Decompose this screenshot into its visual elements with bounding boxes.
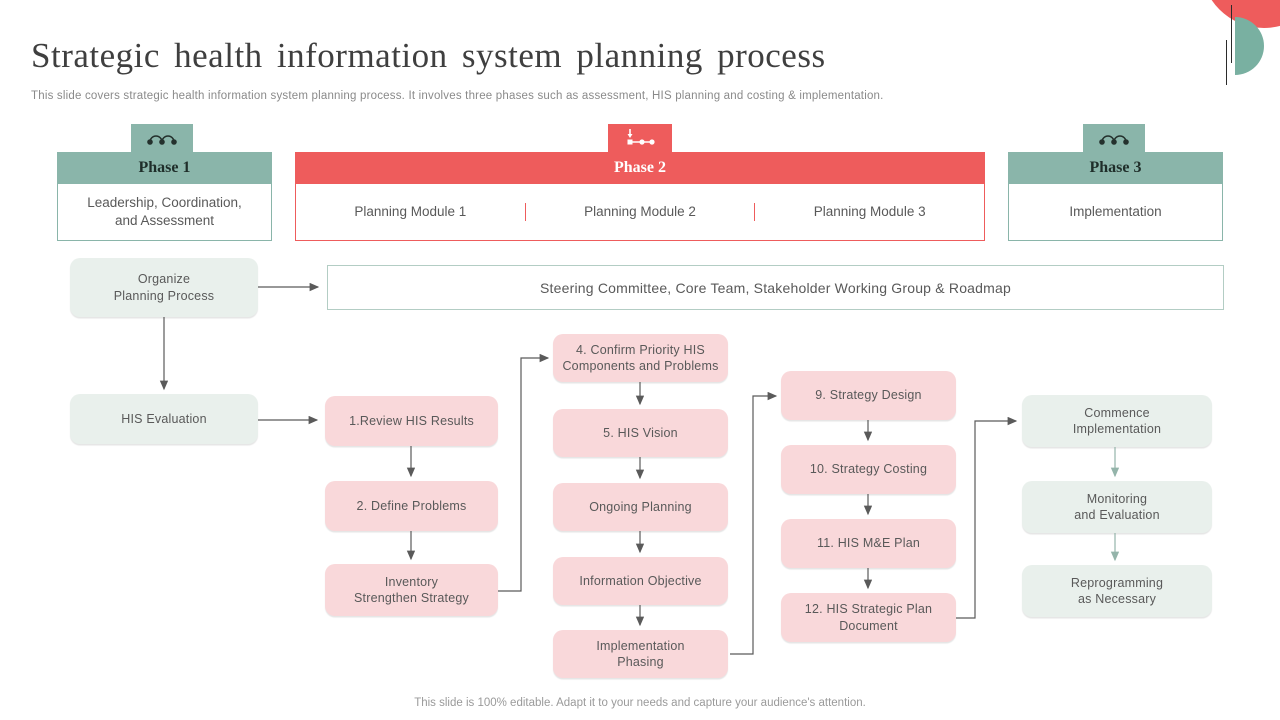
phase-2-body: Planning Module 1 Planning Module 2 Plan… — [295, 183, 985, 241]
phase-1-body: Leadership, Coordination, and Assessment — [57, 183, 272, 241]
phase-3-label: Phase 3 — [1089, 158, 1142, 176]
flow-box-his-strategic-plan-document: 12. HIS Strategic Plan Document — [781, 593, 956, 642]
flow-box-strategy-design: 9. Strategy Design — [781, 371, 956, 420]
flow-box-his-vision: 5. HIS Vision — [553, 409, 728, 457]
planning-module-cell: Planning Module 2 — [524, 202, 755, 222]
phase-2-header: Phase 2 — [295, 152, 985, 183]
process-steps-icon — [147, 135, 177, 145]
phase-3-icon-tab — [1083, 124, 1145, 152]
page-title: Strategic health information system plan… — [31, 36, 826, 75]
flow-box-implementation-phasing: Implementation Phasing — [553, 630, 728, 678]
phase-3-header: Phase 3 — [1008, 152, 1223, 183]
page-subtitle: This slide covers strategic health infor… — [31, 90, 884, 102]
flow-box-confirm-priority-his: 4. Confirm Priority HIS Components and P… — [553, 334, 728, 382]
phase-2-icon-tab — [608, 124, 672, 152]
flow-box-information-objective: Information Objective — [553, 557, 728, 605]
footer-note: This slide is 100% editable. Adapt it to… — [414, 697, 866, 709]
flow-box-his-me-plan: 11. HIS M&E Plan — [781, 519, 956, 568]
flow-box-commence-implementation: Commence Implementation — [1022, 395, 1212, 447]
vertical-line-decoration — [1226, 40, 1227, 85]
phase-1-header: Phase 1 — [57, 152, 272, 183]
timeline-icon — [627, 129, 655, 145]
flow-box-organize-planning: Organize Planning Process — [70, 258, 258, 317]
flow-box-his-evaluation: HIS Evaluation — [70, 394, 258, 444]
flow-box-monitoring-evaluation: Monitoring and Evaluation — [1022, 481, 1212, 533]
vertical-line-decoration — [1231, 5, 1232, 63]
phase-3-body: Implementation — [1008, 183, 1223, 241]
phase-2-label: Phase 2 — [614, 158, 666, 176]
process-steps-icon — [1099, 135, 1129, 145]
planning-module-cell: Planning Module 3 — [754, 202, 984, 222]
planning-module-cell: Planning Module 1 — [354, 203, 467, 219]
flow-box-define-problems: 2. Define Problems — [325, 481, 498, 531]
flow-box-ongoing-planning: Ongoing Planning — [553, 483, 728, 531]
flow-box-review-his-results: 1.Review HIS Results — [325, 396, 498, 446]
flow-box-inventory-strengthen-strategy: Inventory Strengthen Strategy — [325, 564, 498, 616]
phase-1-label: Phase 1 — [138, 158, 191, 176]
steering-banner: Steering Committee, Core Team, Stakehold… — [327, 265, 1224, 310]
phase-1-icon-tab — [131, 124, 193, 152]
flow-box-reprogramming: Reprogramming as Necessary — [1022, 565, 1212, 617]
flow-box-strategy-costing: 10. Strategy Costing — [781, 445, 956, 494]
